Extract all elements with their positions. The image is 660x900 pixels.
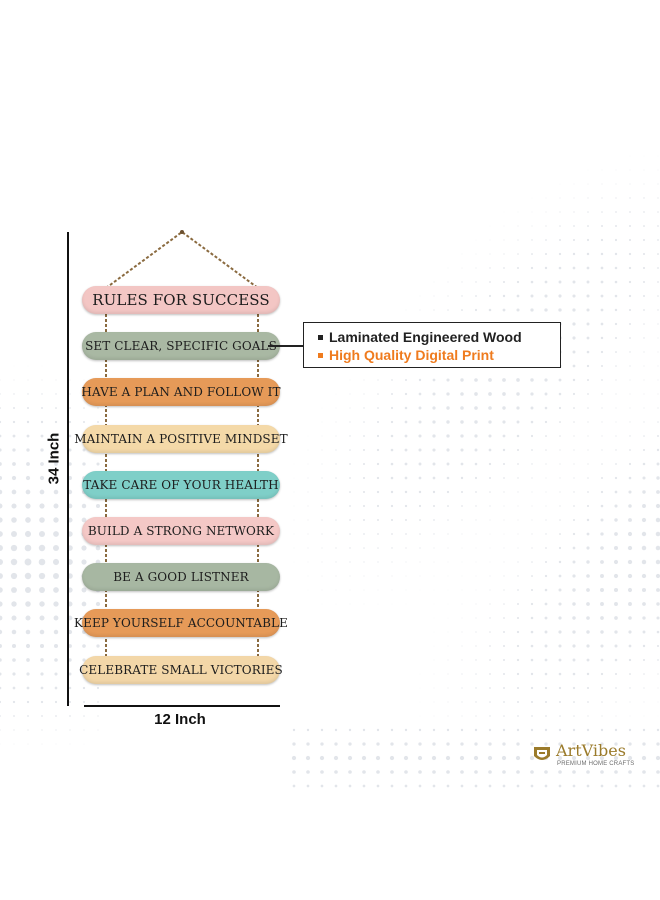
bullet-icon: [318, 334, 323, 340]
height-label: 34 Inch: [45, 432, 63, 485]
callout-connector: [268, 345, 304, 347]
feature-text: Laminated Engineered Wood: [329, 329, 522, 345]
width-label: 12 Inch: [154, 711, 206, 728]
plank-rule: CELEBRATE SMALL VICTORIES: [79, 655, 283, 684]
brand-tagline: PREMIUM HOME CRAFTS: [557, 761, 635, 767]
plank-rule: BE A GOOD LISTNER: [82, 563, 280, 592]
plank-rule: MAINTAIN A POSITIVE MINDSET: [74, 424, 288, 453]
feature-item: Laminated Engineered Wood: [318, 328, 560, 346]
plank-rule: TAKE CARE OF YOUR HEALTH: [82, 470, 280, 499]
plank-rule: KEEP YOURSELF ACCOUNTABLE: [74, 609, 288, 638]
brand-name: ArtVibes: [556, 741, 626, 760]
height-dimension-line: [67, 232, 69, 706]
plank-rule: HAVE A PLAN AND FOLLOW IT: [81, 378, 281, 407]
feature-item: High Quality Digital Print: [318, 346, 560, 364]
crest-icon: [534, 747, 550, 760]
bullet-icon: [318, 352, 323, 358]
feature-text: High Quality Digital Print: [329, 347, 494, 363]
feature-callout: Laminated Engineered Wood High Quality D…: [303, 322, 561, 368]
width-dimension-line: [84, 705, 280, 707]
plank-rule: BUILD A STRONG NETWORK: [82, 517, 280, 545]
plank-rule: SET CLEAR, SPECIFIC GOALS: [82, 332, 280, 361]
brand-logo: ArtVibes PREMIUM HOME CRAFTS: [532, 741, 652, 771]
plank-title: RULES FOR SUCCESS: [82, 286, 280, 314]
